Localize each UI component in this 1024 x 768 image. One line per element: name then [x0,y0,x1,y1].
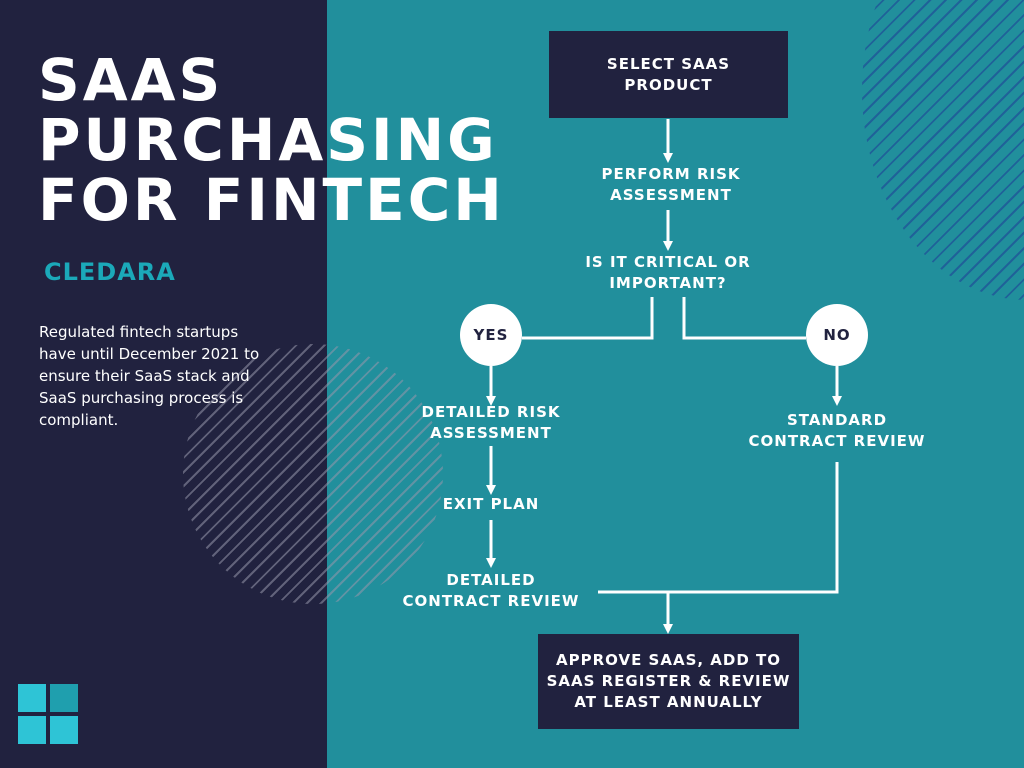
connector-question-to-no [682,297,806,340]
exit-plan-label: EXIT PLAN [442,495,540,513]
cledara-logo-icon [18,684,78,744]
critical-question-label: IS IT CRITICAL OR IMPORTANT? [585,253,751,292]
decorative-hatch-circle-left [183,344,443,604]
select-saas-label: SELECT SAAS PRODUCT [606,54,731,94]
detailed-risk-label: DETAILED RISK ASSESSMENT [421,403,561,442]
risk-assessment-label: PERFORM RISK ASSESSMENT [601,165,741,204]
select-saas-box: SELECT SAAS PRODUCT [549,31,788,118]
brand-name: CLEDARA [44,258,176,286]
title-line-3: FOR FINTECH [38,166,505,234]
standard-contract-label: STANDARD CONTRACT REVIEW [748,411,926,450]
connector-standard-to-merge [598,462,839,594]
no-circle: NO [806,304,868,366]
description-text: Regulated fintech startups have until De… [39,323,260,429]
connector-question-to-yes [522,297,654,340]
approve-saas-label: APPROVE SAAS, ADD TO SAAS REGISTER & REV… [546,651,791,711]
detailed-contract-label: DETAILED CONTRACT REVIEW [402,571,580,610]
no-label: NO [823,326,851,344]
yes-circle: YES [460,304,522,366]
approve-saas-box: APPROVE SAAS, ADD TO SAAS REGISTER & REV… [538,634,799,729]
title-line-2: PURCHASING [38,106,498,174]
page-title: SAAS PURCHASING FOR FINTECH [38,50,505,230]
yes-label: YES [473,326,509,344]
title-line-1: SAAS [38,46,224,114]
